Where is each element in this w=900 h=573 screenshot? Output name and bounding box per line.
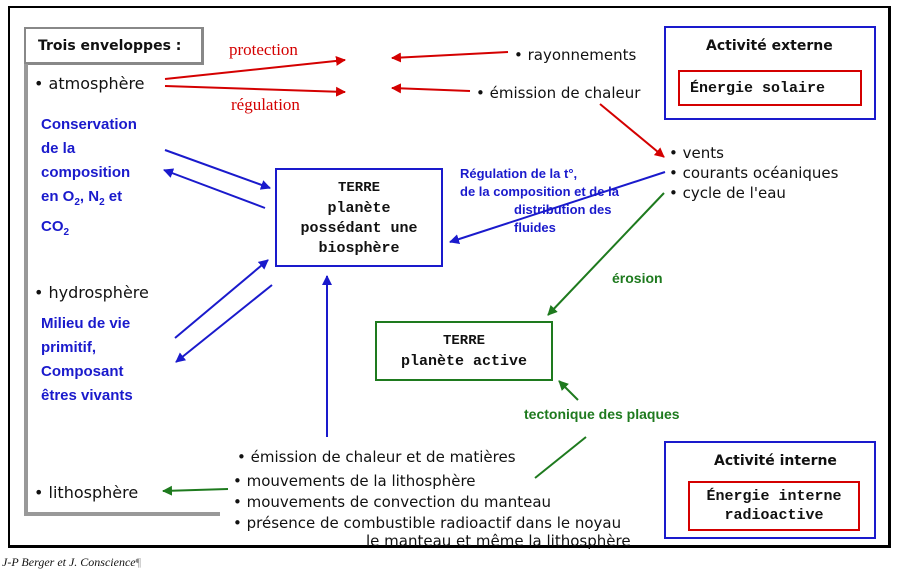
internal-activity-box: Activité interne Énergie interne radioac… — [664, 441, 876, 539]
emission-chaleur-text: • émission de chaleur — [476, 84, 641, 102]
arrow-atmo-protection — [164, 55, 346, 80]
earth-biosphere-line2: planète — [327, 200, 391, 217]
atmosphere-label: • atmosphère — [34, 74, 145, 93]
mouvements-litho-text: • mouvements de la lithosphère — [233, 472, 476, 490]
regulation-label: régulation — [231, 95, 300, 114]
internal-energy-box: Énergie interne radioactive — [688, 481, 860, 531]
arrow-fluids-to-earth — [449, 171, 666, 244]
external-activity-box: Activité externe Énergie solaire — [664, 26, 876, 120]
lithosphere-label: • lithosphère — [34, 483, 139, 502]
arrow-erosion — [547, 192, 665, 316]
rayonnements-text: • rayonnements — [514, 46, 637, 64]
internal-energy-line1: Énergie interne — [706, 488, 842, 505]
arrow-atmo-to-earth — [164, 149, 271, 190]
arrow-rayonnements — [391, 51, 509, 63]
earth-biosphere-line4: biosphère — [318, 240, 400, 257]
hydrosphere-label: • hydrosphère — [34, 283, 149, 302]
arrow-earth-to-hydro — [175, 284, 273, 363]
arrow-emission-chaleur — [391, 83, 471, 94]
internal-activity-title: Activité interne — [714, 453, 837, 469]
hydrosphere-description: Milieu de vie primitif, Composant êtres … — [41, 315, 133, 404]
cycle-eau-text: • cycle de l'eau — [669, 184, 786, 202]
envelopes-header-box: Trois enveloppes : — [24, 27, 204, 65]
tectonics-label: tectonique des plaques — [524, 406, 680, 422]
arrow-tectonics — [534, 436, 587, 479]
courants-text: • courants océaniques — [669, 164, 839, 182]
erosion-label: érosion — [612, 270, 663, 286]
earth-biosphere-line3: possédant une — [300, 220, 418, 237]
arrow-earth-to-atmo — [163, 168, 266, 209]
arrow-to-lithosphere — [162, 485, 229, 496]
atmosphere-description: Conservation de la composition en O2, N2… — [41, 116, 137, 238]
earth-biosphere-line1: TERRE — [337, 180, 380, 196]
arrow-hydro-to-earth — [174, 259, 269, 339]
arrow-atmo-regulation — [164, 85, 346, 97]
combustible-continuation: le manteau et même la lithosphère — [366, 532, 631, 550]
envelopes-bracket-bottom — [24, 512, 220, 516]
emission-matieres-text: • émission de chaleur et de matières — [237, 448, 516, 466]
earth-active-box: TERRE planète active — [375, 321, 553, 381]
solar-energy-text: Énergie solaire — [690, 80, 826, 97]
earth-biosphere-box: TERRE planète possédant une biosphère — [275, 168, 443, 267]
earth-active-line2: planète active — [400, 353, 528, 370]
external-activity-title: Activité externe — [706, 38, 833, 54]
combustible-text: • présence de combustible radioactif dan… — [233, 514, 622, 532]
mouvements-convection-text: • mouvements de convection du manteau — [233, 493, 552, 511]
solar-energy-box: Énergie solaire — [678, 70, 862, 106]
diagram-frame — [8, 6, 891, 548]
envelopes-bracket-line — [24, 64, 28, 516]
credit-text: J-P Berger et J. Conscience¶ — [2, 555, 142, 569]
envelopes-header: Trois enveloppes : — [38, 38, 182, 54]
internal-energy-line2: radioactive — [724, 507, 824, 524]
arrow-tectonics-to-active — [558, 380, 579, 401]
vents-text: • vents — [669, 144, 724, 162]
protection-label: protection — [229, 40, 298, 59]
earth-active-line1: TERRE — [442, 333, 485, 349]
arrow-chaleur-to-vents — [599, 103, 665, 158]
